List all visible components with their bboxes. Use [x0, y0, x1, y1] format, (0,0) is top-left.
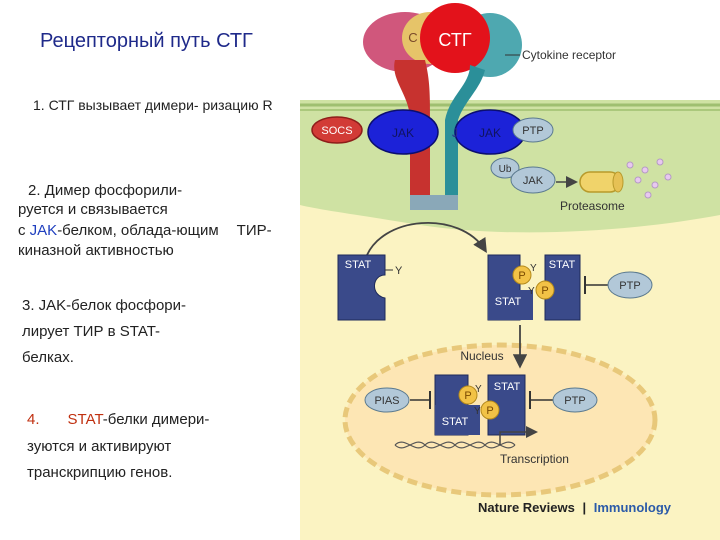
dna-helix: [394, 441, 516, 449]
step-2-line-2: руется и связывается: [18, 201, 168, 218]
step-3-line-2: лирует ТИР в STAT-: [22, 323, 161, 340]
ptp-nuclear-label: PTP: [564, 395, 585, 407]
phospho-p4: [480, 400, 500, 420]
stat-nuclear-label-1: STAT: [494, 381, 521, 393]
stat-monomer: [337, 254, 386, 321]
activation-arrow: [364, 222, 487, 261]
ptp-cytoplasm-label: PTP: [619, 280, 640, 292]
phospho-p1-label: P: [518, 270, 525, 282]
stat-dimer-y1: Y: [530, 263, 537, 274]
phospho-p1: [512, 265, 532, 285]
step-1-text: 1. СТГ вызывает димери- ризацию R: [33, 97, 273, 113]
socs-label: SOCS: [321, 125, 352, 137]
transcription-label: Transcription: [500, 452, 569, 466]
transcription-arrow: [499, 426, 538, 445]
ptp-membrane-label: PTP: [522, 125, 543, 137]
step-4-num: 4.: [27, 411, 40, 428]
step-4-line-1-post: -белки димери-: [102, 411, 210, 428]
ub-label: Ub: [499, 164, 512, 175]
pias-label: PIAS: [374, 395, 399, 407]
stat-dimer-bottom: [488, 290, 533, 320]
stat-nuclear-label-2: STAT: [442, 416, 469, 428]
step-3-line-3: белках.: [22, 349, 74, 366]
peptide-fragments: [626, 158, 672, 199]
ub-protein: [490, 157, 520, 179]
ptp-nuclear: [552, 387, 598, 413]
nucleus-label: Nucleus: [460, 349, 503, 363]
stat-dimer-y2: Y: [528, 286, 535, 297]
step-2-line-3: с JAK-белком, облада-ющим ТИР-: [18, 221, 272, 240]
stat-nuclear-bottom: [435, 405, 480, 435]
stg-ligand: [420, 3, 490, 73]
journal-name: Nature Reviews | Immunology: [478, 500, 672, 515]
ptp-cytoplasm: [607, 271, 653, 299]
proteasome-label: Proteasome: [560, 199, 625, 213]
phospho-p2: [535, 280, 555, 300]
step-2-line-1: 2. Димер фосфорили-: [28, 182, 183, 199]
jak-left-label: JAK: [392, 126, 414, 140]
step-4-line-3: транскрипцию генов.: [27, 464, 173, 481]
phospho-p3-label: P: [464, 390, 471, 402]
step-4-line-2: зуются и активируют: [27, 438, 172, 455]
phospho-p3: [458, 385, 478, 405]
step-2-line-3-post: -белком, облада-ющим: [57, 222, 219, 239]
stat-monomer-label: STAT: [345, 259, 372, 271]
stat-nuclear-y1: Y: [475, 384, 482, 395]
stat-dimer-label-1: STAT: [549, 259, 576, 271]
step-2-jak: JAK: [29, 222, 58, 239]
phospho-p2-label: P: [541, 285, 548, 297]
proteasome-cap: [612, 171, 624, 193]
jak-left: [367, 109, 439, 155]
jak-right-label: JAK: [479, 126, 501, 140]
jak-degraded: [510, 166, 556, 194]
receptor-teal-chain: [445, 65, 485, 205]
step-2-line-3-pre: с: [18, 222, 30, 239]
step-4-line-1: 4. STAT-белки димери-: [27, 410, 209, 429]
receptor-base: [410, 195, 458, 210]
step-4-stat: STAT: [67, 411, 103, 428]
jak-partial-label: J: [452, 126, 458, 140]
stg-label: СТГ: [438, 30, 471, 50]
phospho-p4-label: P: [486, 405, 493, 417]
step-2-tir: ТИР-: [236, 222, 272, 239]
stat-dimer-label-2: STAT: [495, 296, 522, 308]
pias-protein: [364, 387, 410, 413]
stat-monomer-y: Y: [395, 265, 403, 277]
step-3-line-1: 3. JAK-белок фосфори-: [22, 297, 187, 314]
jak-degraded-label: JAK: [523, 175, 544, 187]
ptp-membrane: [512, 117, 554, 143]
page-title: Рецепторный путь СТГ: [40, 30, 253, 52]
socs-protein: [311, 116, 363, 144]
c-label: C: [408, 30, 417, 45]
cytokine-receptor-label: Cytokine receptor: [522, 48, 616, 62]
stat-nuclear-y2: Y: [474, 406, 481, 417]
step-2-line-4: киназной активностью: [18, 242, 174, 259]
